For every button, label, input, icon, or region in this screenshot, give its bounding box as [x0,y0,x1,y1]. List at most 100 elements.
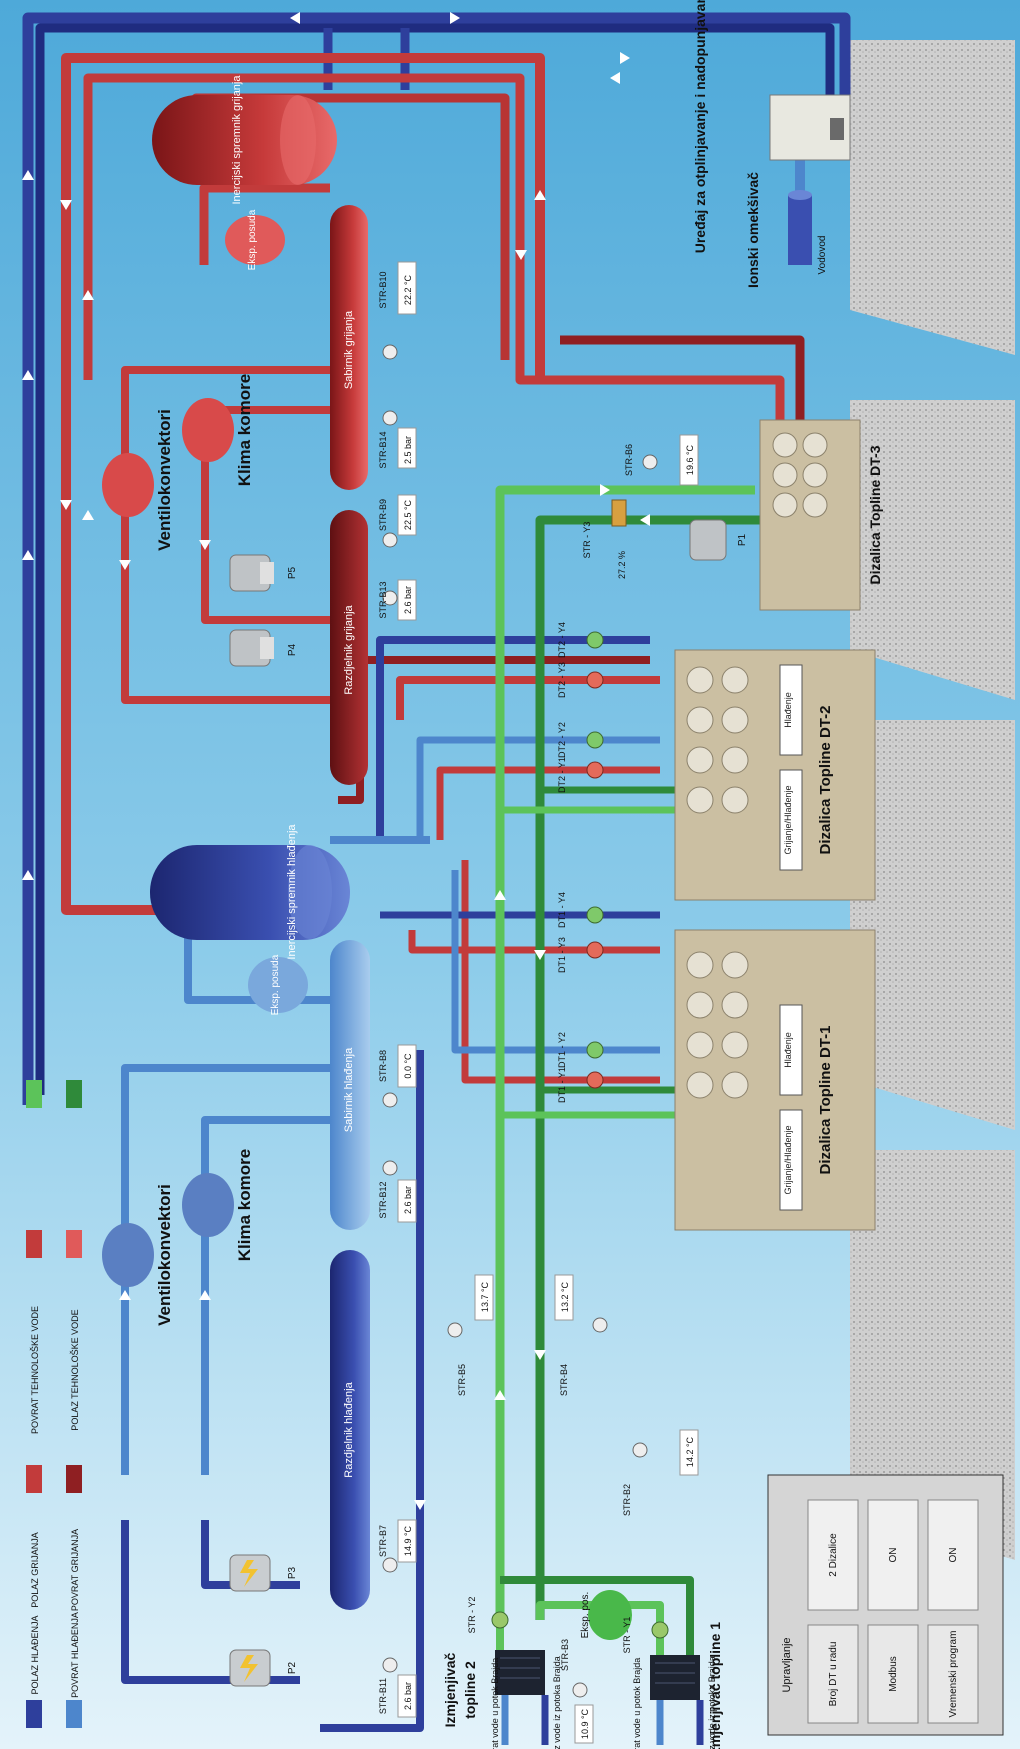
svg-text:Ionski omekšivač: Ionski omekšivač [745,172,761,288]
dizalica-topline-dt2: Hlađenje Grijanje/Hlađenje Dizalica Topl… [675,650,875,900]
svg-text:ON: ON [948,1548,959,1563]
svg-text:P4: P4 [287,643,298,656]
svg-text:14.2 °C: 14.2 °C [685,1436,695,1467]
svg-text:Modbus: Modbus [888,1656,899,1692]
svg-text:Eksp. posuda: Eksp. posuda [247,209,258,270]
svg-text:2.6 bar: 2.6 bar [403,1682,413,1710]
svg-text:Hlađenje: Hlađenje [783,1032,793,1068]
svg-text:DT1 - Y2: DT1 - Y2 [557,1032,567,1068]
svg-text:STR-B3: STR-B3 [560,1639,570,1671]
svg-text:Izmjenjivač: Izmjenjivač [442,1652,458,1727]
svg-text:2.5 bar: 2.5 bar [403,436,413,464]
svg-text:P2: P2 [287,1661,298,1674]
svg-text:2 Dizalice: 2 Dizalice [828,1533,839,1577]
svg-text:POLAZ HLAĐENJA: POLAZ HLAĐENJA [30,1615,40,1694]
svg-text:Razdjelnik grijanja: Razdjelnik grijanja [343,604,355,694]
svg-text:Ventilokonvektori: Ventilokonvektori [155,1184,174,1326]
legend-swatch-povrat-grijanja [66,1465,82,1493]
legend-swatch-povrat-hladenja [66,1700,82,1728]
svg-text:27.2 %: 27.2 % [617,551,627,579]
svg-text:14.9 °C: 14.9 °C [403,1525,413,1556]
svg-text:STR - Y2: STR - Y2 [467,1597,477,1634]
legend-swatch-polaz-grijanja [26,1465,42,1493]
svg-text:Dizalica Topline DT-1: Dizalica Topline DT-1 [817,1026,834,1175]
svg-text:Dizalica Topline DT-3: Dizalica Topline DT-3 [867,445,883,584]
svg-text:10.9 °C: 10.9 °C [580,1708,590,1739]
svg-text:Dizalica Topline DT-2: Dizalica Topline DT-2 [817,706,834,855]
sabirnik-grijanja: Sabirnik grijanja [330,205,368,490]
svg-text:P3: P3 [287,1566,298,1579]
control-panel-title: Upravljanje [781,1637,793,1692]
svg-text:STR-B11: STR-B11 [378,1678,388,1714]
svg-text:Eksp. posuda: Eksp. posuda [270,954,281,1015]
legend-swatch-polaz-hladenja [26,1700,42,1728]
svg-text:POVRAT GRIJANJA: POVRAT GRIJANJA [70,1529,80,1611]
svg-text:STR-B4: STR-B4 [559,1364,569,1396]
svg-text:STR-B14: STR-B14 [378,431,388,468]
svg-text:Vodovod: Vodovod [817,236,828,275]
svg-text:POVRAT HLAĐENJA: POVRAT HLAĐENJA [70,1612,80,1698]
svg-text:Polaz vode iz potoka Brajda: Polaz vode iz potoka Brajda [707,1656,717,1749]
svg-text:Ventilokonvektori: Ventilokonvektori [155,409,174,551]
svg-text:DT2 - Y3: DT2 - Y3 [557,662,567,698]
svg-text:STR-B6: STR-B6 [624,444,634,476]
svg-text:2.6 bar: 2.6 bar [403,586,413,614]
svg-text:DT1 - Y3: DT1 - Y3 [557,937,567,973]
razdjelnik-grijanja: Razdjelnik grijanja [330,510,368,785]
legend-swatch-tech-return [66,1080,82,1108]
sabirnik-hladenja: Sabirnik hlađenja [330,940,370,1230]
tank-heating-label: Inercijski spremnik grijanja [231,75,243,205]
svg-text:P5: P5 [287,566,298,579]
svg-text:Inercijski spremnik hlađenja: Inercijski spremnik hlađenja [286,824,298,960]
svg-text:ON: ON [888,1548,899,1563]
svg-text:Broj DT u radu: Broj DT u radu [828,1642,839,1707]
svg-text:topline 2: topline 2 [462,1661,478,1719]
svg-text:STR-B2: STR-B2 [622,1484,632,1516]
svg-text:STR-B9: STR-B9 [378,499,388,531]
control-panel: Upravljanje Broj DT u radu 2 Dizalice Mo… [768,1475,1003,1735]
svg-text:Sabirnik hlađenja: Sabirnik hlađenja [343,1047,355,1132]
svg-text:P1: P1 [737,533,748,546]
razdjelnik-hladenja: Razdjelnik hlađenja [330,1250,370,1610]
dizalica-topline-dt1: Hlađenje Grijanje/Hlađenje Dizalica Topl… [675,930,875,1230]
svg-text:Povrat vode u potok Brajda: Povrat vode u potok Brajda [632,1658,642,1749]
svg-text:STR-B12: STR-B12 [378,1181,388,1218]
svg-text:Sabirnik grijanja: Sabirnik grijanja [343,310,355,389]
svg-text:19.6 °C: 19.6 °C [685,444,695,475]
svg-text:Vremenski program: Vremenski program [948,1631,959,1718]
svg-text:DT2 - Y4: DT2 - Y4 [557,622,567,658]
svg-text:13.2 °C: 13.2 °C [560,1281,570,1312]
legend-swatch-polaz-tehnoloske [66,1230,82,1258]
svg-text:2.6 bar: 2.6 bar [403,1186,413,1214]
svg-text:Uređaj za otplinjavanje i nado: Uređaj za otplinjavanje i nadopunjavanje… [692,0,708,253]
svg-text:22.2 °C: 22.2 °C [403,274,413,305]
svg-text:Razdjelnik hlađenja: Razdjelnik hlađenja [343,1381,355,1477]
svg-text:Klima komore: Klima komore [235,1149,254,1261]
svg-text:13.7 °C: 13.7 °C [480,1281,490,1312]
svg-text:Hlađenje: Hlađenje [783,692,793,728]
svg-text:STR - Y3: STR - Y3 [582,522,592,559]
svg-text:DT1 - Y4: DT1 - Y4 [557,892,567,928]
svg-text:22.5 °C: 22.5 °C [403,499,413,530]
svg-text:DT2 - Y2: DT2 - Y2 [557,722,567,758]
svg-text:DT1 - Y1: DT1 - Y1 [557,1067,567,1103]
svg-text:STR-B10: STR-B10 [378,271,388,308]
legend-swatch-povrat-tehnoloske [26,1230,42,1258]
svg-text:POLAZ TEHNOLOŠKE VODE: POLAZ TEHNOLOŠKE VODE [70,1309,80,1430]
svg-text:0.0 °C: 0.0 °C [403,1053,413,1079]
svg-text:Grijanje/Hlađenje: Grijanje/Hlađenje [783,785,793,854]
svg-text:STR-B13: STR-B13 [378,581,388,618]
svg-text:Povrat vode u potok Brajda: Povrat vode u potok Brajda [490,1658,500,1749]
svg-text:STR-B7: STR-B7 [378,1525,388,1557]
svg-text:STR-B5: STR-B5 [457,1364,467,1396]
svg-text:DT2 - Y1: DT2 - Y1 [557,757,567,793]
svg-text:Klima komore: Klima komore [235,374,254,486]
svg-text:POVRAT TEHNOLOŠKE VODE: POVRAT TEHNOLOŠKE VODE [30,1306,40,1434]
svg-text:Grijanje/Hlađenje: Grijanje/Hlađenje [783,1125,793,1194]
svg-text:STR - Y1: STR - Y1 [622,1617,632,1654]
svg-text:STR-B8: STR-B8 [378,1050,388,1082]
svg-text:POLAZ GRIJANJA: POLAZ GRIJANJA [30,1532,40,1608]
svg-text:Eksp. pos.: Eksp. pos. [580,1592,591,1639]
